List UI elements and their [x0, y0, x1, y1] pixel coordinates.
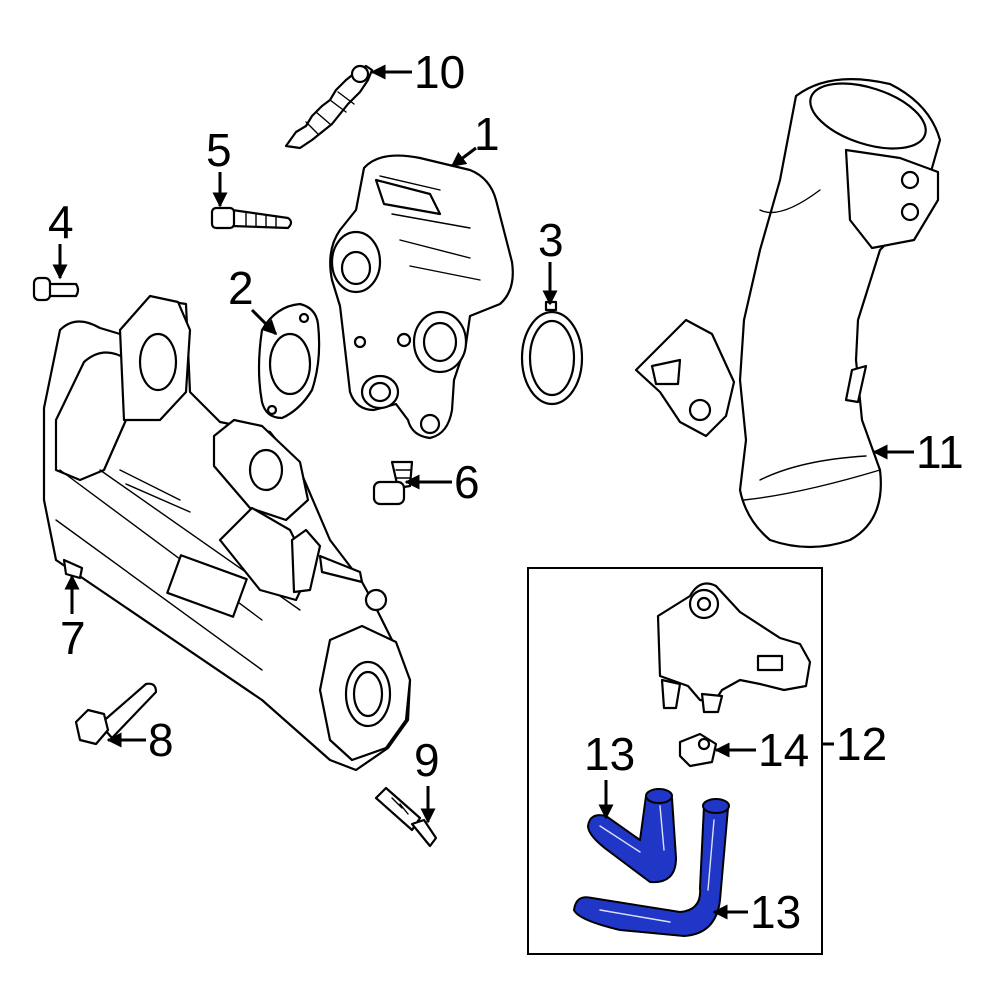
leader-1	[450, 146, 477, 168]
leader-lines	[52, 64, 914, 920]
callout-4: 4	[48, 196, 74, 248]
callout-6: 6	[454, 456, 480, 508]
part-hose-13-lower[interactable]	[573, 798, 730, 937]
callout-5: 5	[206, 124, 232, 176]
callout-13-upper: 13	[584, 728, 635, 780]
part-clamp-14[interactable]	[678, 732, 718, 768]
part-bolt-4[interactable]	[32, 276, 80, 302]
callout-14: 14	[758, 724, 809, 776]
callout-11: 11	[916, 426, 964, 478]
part-intake-tube-11[interactable]	[634, 71, 942, 549]
callout-2: 2	[228, 262, 254, 314]
part-bolt-8[interactable]	[74, 682, 158, 746]
part-bolt-5[interactable]	[210, 206, 293, 230]
part-hose-13-upper[interactable]	[587, 788, 677, 884]
part-pressure-sensor-12[interactable]	[656, 582, 812, 714]
callout-12: 12	[836, 718, 887, 770]
part-ring-gasket-3[interactable]	[520, 300, 584, 406]
callout-7: 7	[60, 612, 86, 664]
callout-9: 9	[414, 734, 440, 786]
callout-13-lower: 13	[750, 886, 801, 938]
callout-8: 8	[148, 714, 174, 766]
callout-1: 1	[474, 108, 500, 160]
callout-10: 10	[414, 46, 465, 98]
callout-labels: 1 2 3 4 5 6 7 8 9 10 11 12 13 13 14	[48, 46, 964, 938]
callout-3: 3	[538, 214, 564, 266]
part-sensor-10[interactable]	[284, 64, 374, 150]
leader-2	[250, 308, 278, 336]
part-bolt-6[interactable]	[372, 460, 414, 506]
part-sensor-9[interactable]	[374, 786, 438, 848]
part-egr-cooler-7[interactable]	[42, 294, 412, 772]
part-egr-valve-1[interactable]	[329, 154, 514, 440]
part-gasket-2[interactable]	[257, 302, 321, 420]
